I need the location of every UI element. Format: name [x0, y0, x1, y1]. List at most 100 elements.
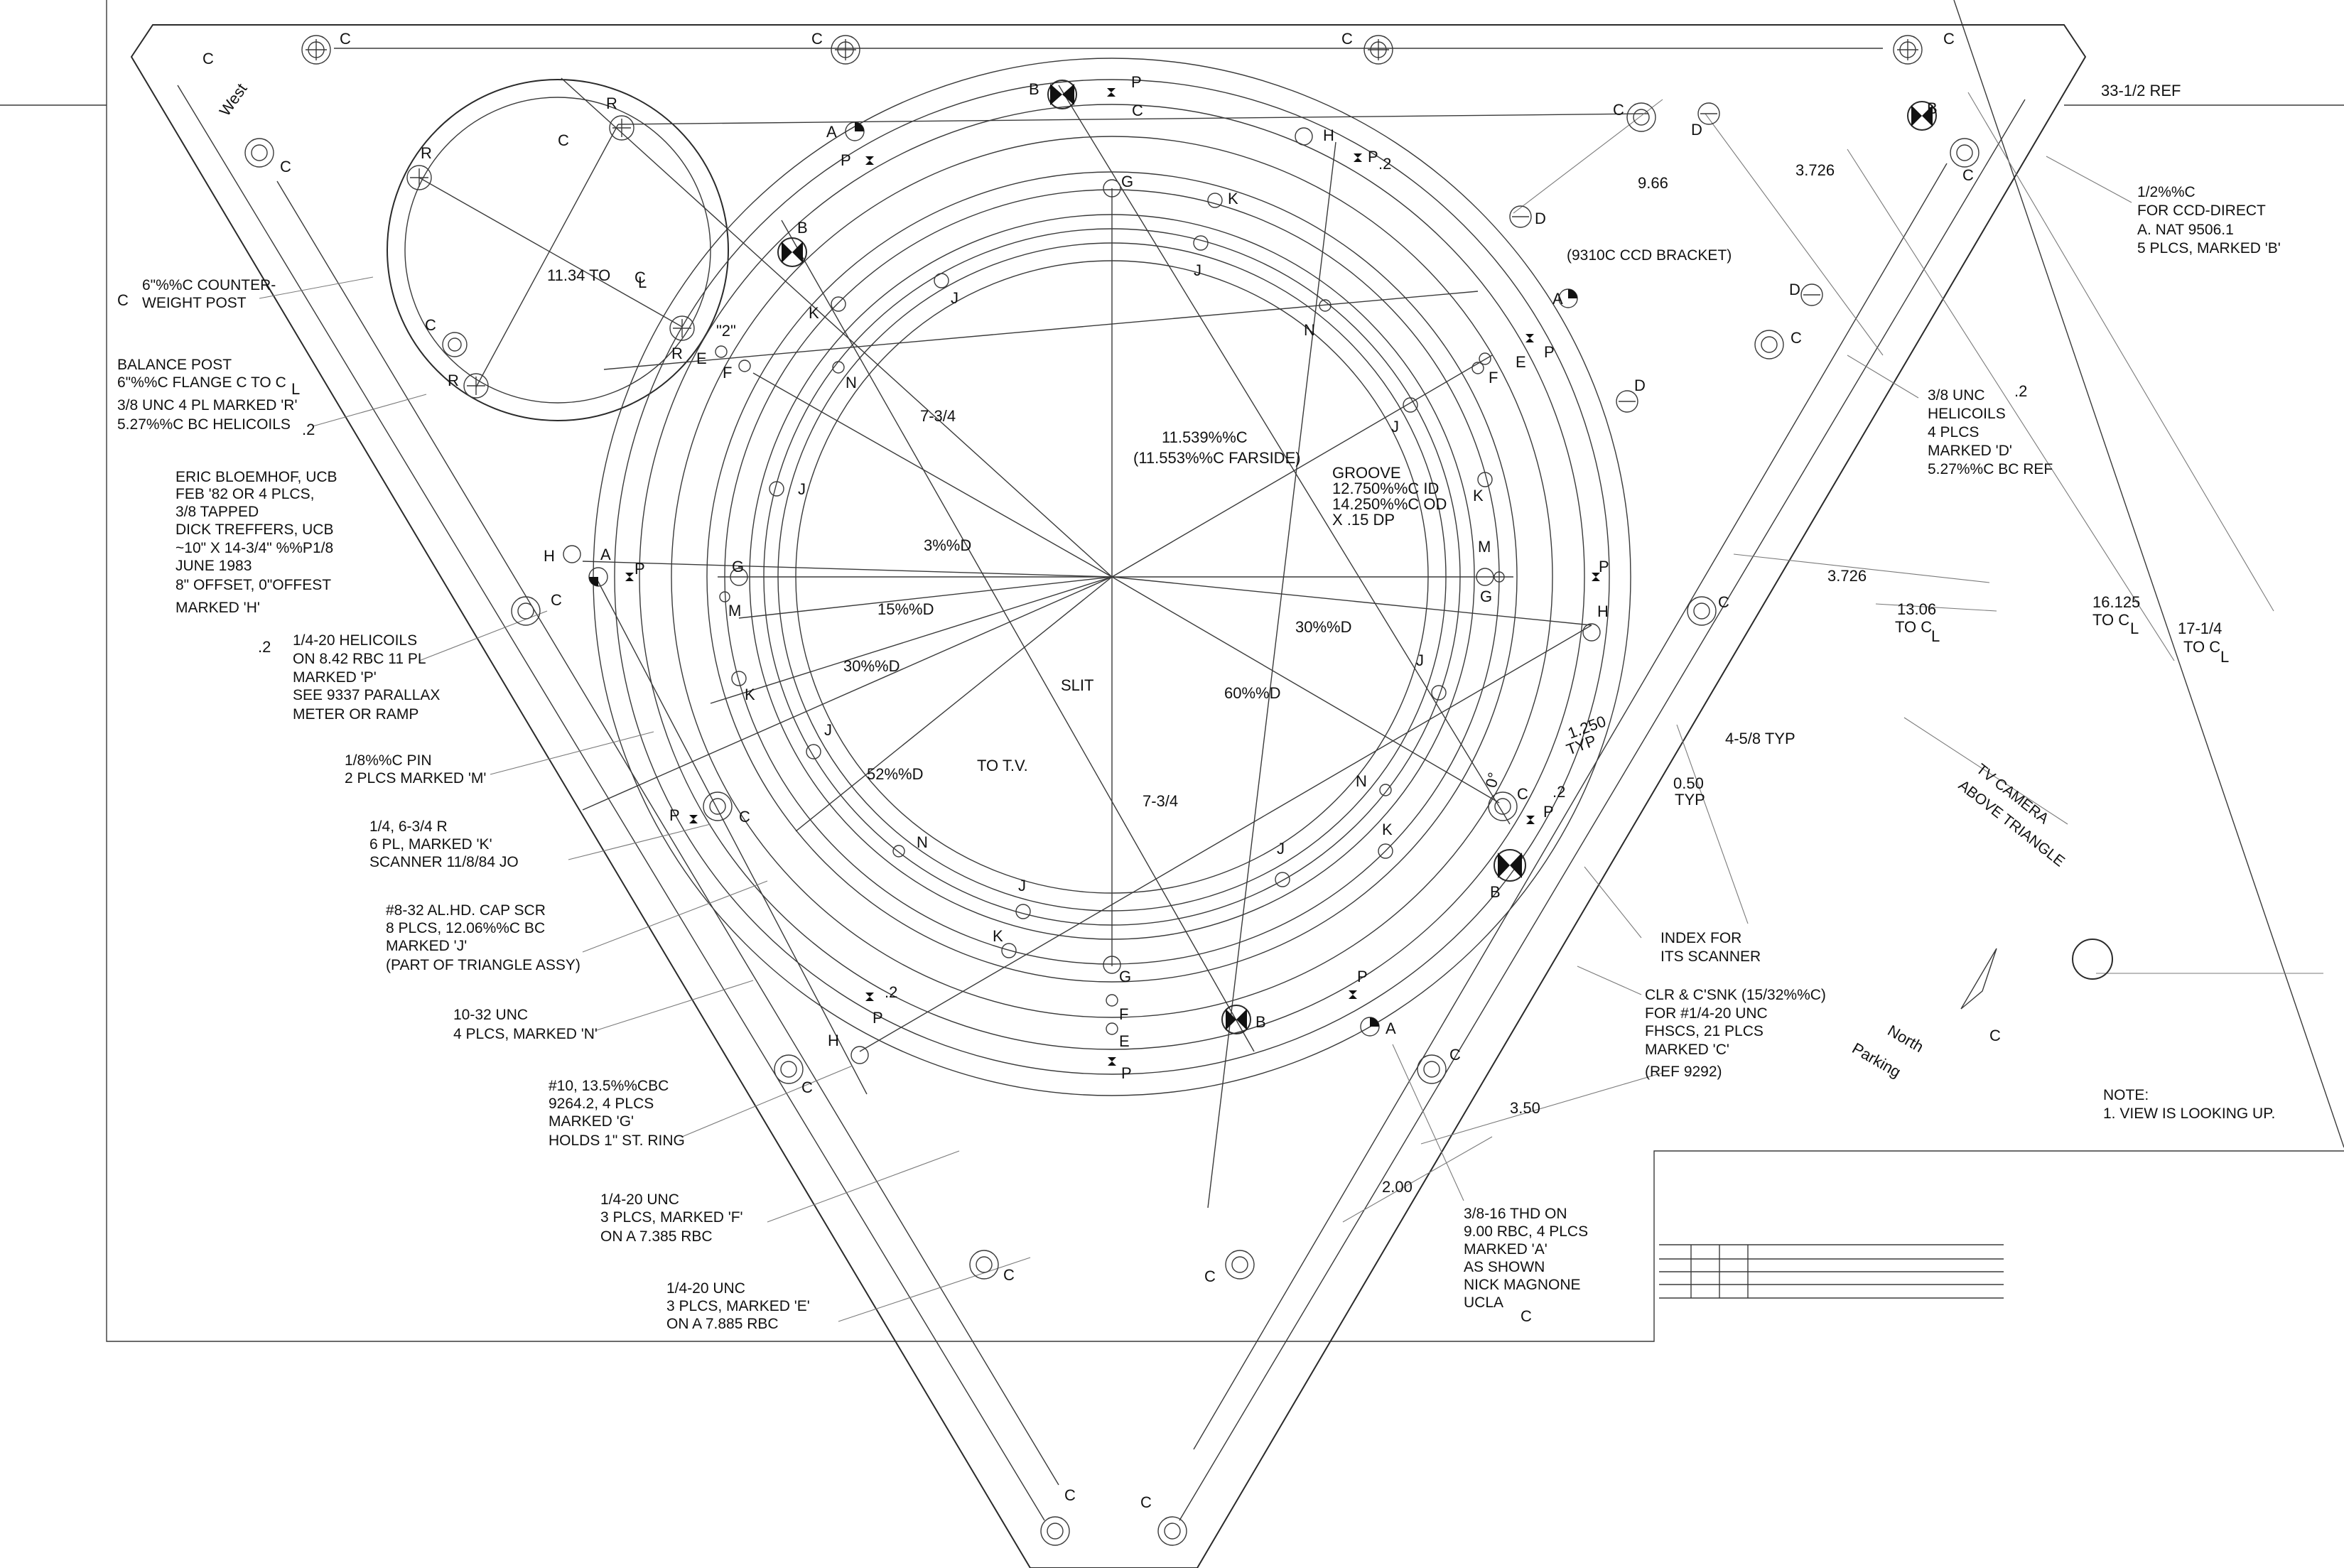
- long-diag-4: [1207, 141, 1336, 1209]
- note-bp2: 6"%%C FLANGE C TO C: [117, 374, 286, 391]
- triangle-plate: [130, 24, 2087, 1568]
- dim-long-right: [1967, 92, 2274, 612]
- hole-label-c21: C: [425, 316, 436, 334]
- hole-k-5: [1378, 843, 1393, 859]
- hole-k-2: [831, 296, 846, 312]
- p-symbol-3: [1354, 153, 1362, 162]
- plate-inner-left-rail-2: [276, 180, 1059, 1486]
- hole-m-1: [719, 591, 730, 602]
- dim-1134l: L: [638, 274, 647, 291]
- hole-n-1: [1319, 299, 1332, 312]
- dim-16125: 16.125: [2092, 593, 2140, 611]
- hole-label-e3: E: [1119, 1032, 1130, 1050]
- p-symbol-11: [1108, 1057, 1116, 1066]
- long-diag-2: [1058, 85, 1511, 825]
- center-dia1: 11.539%%C: [1162, 428, 1248, 446]
- hole-label-b3: B: [1927, 99, 1938, 117]
- hole-label-h3: H: [1597, 602, 1609, 620]
- note-clr3: FHSCS, 21 PLCS: [1645, 1023, 1764, 1039]
- b-symbol-5: [1221, 1005, 1251, 1034]
- hole-h-3: [1582, 623, 1601, 642]
- hole-label-c22: C: [1132, 102, 1143, 119]
- text-labels: West North Parking C C C C C C C C C C C…: [117, 30, 2281, 1511]
- note-idx1: INDEX FOR: [1660, 930, 1741, 946]
- dim-3726a: 3.726: [1795, 161, 1835, 179]
- hole-label-g3: G: [1480, 588, 1492, 605]
- hole-j-2: [934, 273, 949, 288]
- radial-30: [1111, 576, 1592, 626]
- dim-bp-l: L: [291, 380, 300, 398]
- hole-label-a4: A: [1386, 1020, 1396, 1037]
- hole-label-c23: C: [1989, 1027, 2001, 1044]
- plate-inner-right-rail-2: [1193, 163, 1948, 1450]
- center-a60: 60%%D: [1224, 684, 1280, 702]
- note-eb2: FEB '82 OR 4 PLCS,: [175, 486, 314, 502]
- dim-966: 9.66: [1638, 174, 1668, 192]
- note-hc5: METER OR RAMP: [293, 706, 418, 723]
- dim-1306l: L: [1931, 627, 1940, 645]
- p-symbol-2: [865, 156, 874, 165]
- radial-sw: [795, 576, 1113, 832]
- dim-16125b: TO C: [2092, 611, 2129, 629]
- p-symbol-6: [1592, 573, 1600, 581]
- label-north: North: [1885, 1022, 1927, 1056]
- hole-label-j7: J: [1277, 840, 1285, 858]
- hole-label-h2: H: [544, 547, 555, 565]
- note-d2: HELICOILS: [1928, 406, 2006, 422]
- dim-200: 2.00: [1382, 1178, 1413, 1196]
- hole-c-4: [1893, 35, 1923, 65]
- hole-label-c20: C: [558, 131, 569, 149]
- hole-label-n1: N: [1304, 321, 1315, 339]
- hole-label-c8: C: [1962, 166, 1974, 184]
- dim-458: 4-5/8 TYP: [1725, 730, 1795, 747]
- note-k1: 1/4, 6-3/4 R: [369, 818, 448, 835]
- note-g2: 9264.2, 4 PLCS: [549, 1096, 654, 1112]
- p-symbol-4: [1525, 334, 1534, 342]
- balance-post-inner: [404, 97, 711, 404]
- note-f2: 3 PLCS, MARKED 'F': [600, 1209, 743, 1226]
- hole-g-4: [1103, 956, 1121, 974]
- hole-g-3: [1476, 568, 1494, 586]
- long-diag-7: [859, 625, 1592, 1052]
- hole-h-2: [563, 545, 581, 563]
- dim-1306-line: [1875, 603, 1997, 612]
- hole-label-n4: N: [917, 833, 928, 851]
- small-holes: [563, 127, 1601, 1064]
- hole-label-b1: B: [1029, 80, 1039, 98]
- hole-label-f2: F: [1489, 369, 1498, 386]
- note-j4: (PART OF TRIANGLE ASSY): [386, 957, 580, 973]
- hole-c-19: [442, 332, 468, 357]
- hole-label-n3: N: [1356, 772, 1367, 790]
- hole-j-6: [806, 744, 821, 759]
- hole-label-p2: P: [841, 151, 851, 169]
- note-a1: 3/8-16 THD ON: [1464, 1206, 1567, 1222]
- dim-16125l: L: [2130, 620, 2139, 637]
- note-hc1: 1/4-20 HELICOILS: [293, 632, 417, 649]
- note-d1: 3/8 UNC: [1928, 387, 1985, 404]
- north-arrow: [1960, 948, 1997, 1010]
- hole-label-p10: P: [1357, 968, 1368, 985]
- note-eb8: MARKED 'H': [175, 600, 260, 616]
- dim-350-line: [1420, 1072, 1663, 1145]
- label-dot2-4: .2: [2014, 382, 2027, 400]
- hole-label-e2: E: [1516, 353, 1526, 371]
- note-n2: 4 PLCS, MARKED 'N': [453, 1026, 598, 1042]
- hole-label-p3: P: [1368, 148, 1378, 166]
- note-f1: 1/4-20 UNC: [600, 1191, 679, 1208]
- hole-label-j6: J: [824, 721, 832, 739]
- balance-to-top: [617, 113, 1649, 125]
- hole-label-d2: D: [1535, 210, 1546, 227]
- hole-j-8: [1015, 904, 1031, 919]
- hole-label-c13: C: [801, 1078, 813, 1096]
- note-bp4: 5.27%%C BC HELICOILS: [117, 416, 291, 433]
- ring-2: [614, 79, 1610, 1075]
- radial-3: [582, 561, 1113, 578]
- hole-m-2: [1494, 571, 1505, 583]
- note-hc3: MARKED 'P': [293, 669, 377, 686]
- hole-k-1: [1207, 193, 1223, 208]
- note-bp3: 3/8 UNC 4 PL MARKED 'R': [117, 397, 297, 413]
- hole-label-r2: R: [421, 144, 432, 162]
- leader-g: [681, 1065, 853, 1137]
- a-symbol-3: [588, 567, 608, 587]
